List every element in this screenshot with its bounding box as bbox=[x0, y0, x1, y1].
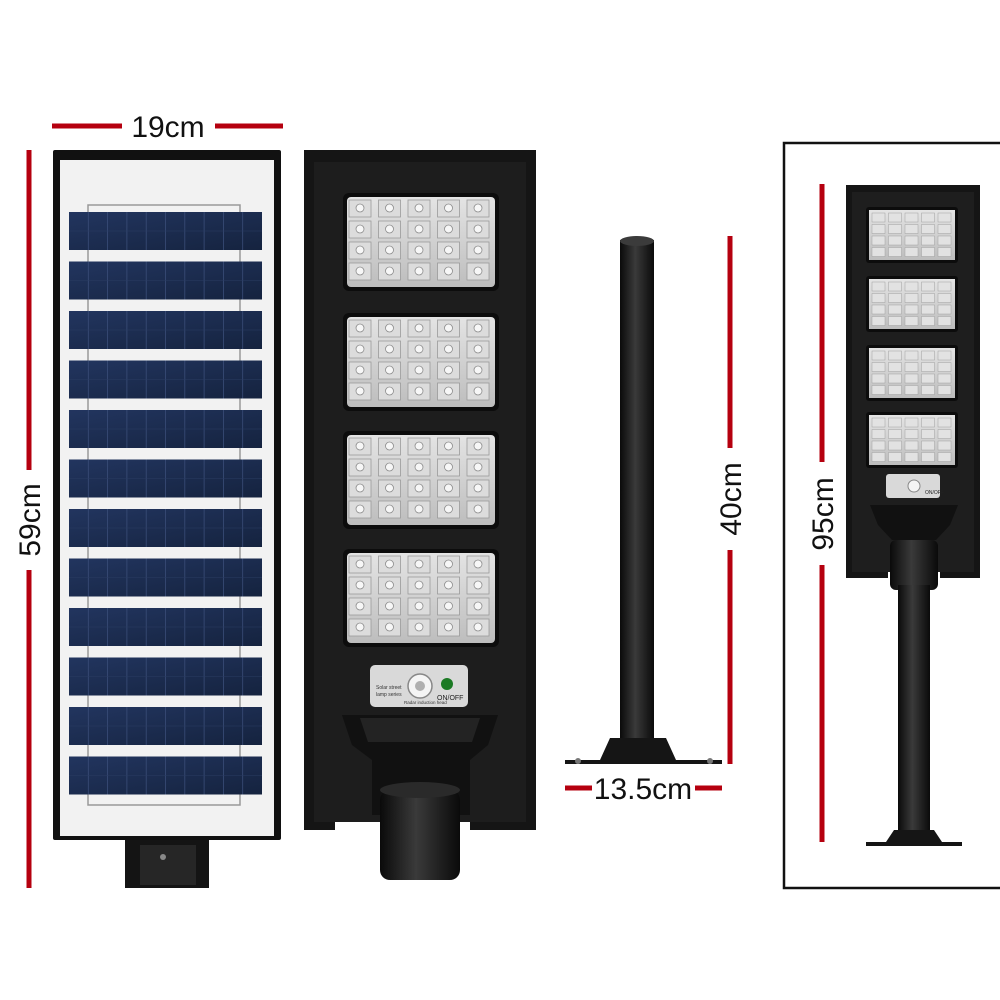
sensor-text-2: lamp series bbox=[376, 692, 402, 698]
assembled-switch-label: ON/OFF bbox=[925, 490, 944, 496]
assembled-view: 95cm ON/OFF bbox=[782, 141, 1000, 890]
led-module-icon bbox=[343, 549, 499, 647]
lamp-front-icon: Solar street lamp series Radar induction… bbox=[304, 150, 536, 880]
height-dimension: 59cm bbox=[14, 150, 47, 888]
width-dimension: 19cm bbox=[52, 111, 283, 144]
pole-height-dimension: 40cm bbox=[715, 236, 748, 764]
total-height-dimension: 95cm bbox=[807, 184, 840, 842]
total-height-label: 95cm bbox=[807, 477, 840, 550]
sensor-text-1: Solar street bbox=[376, 685, 402, 691]
width-label: 19cm bbox=[131, 111, 204, 144]
bracket-width-dimension: 13.5cm bbox=[565, 773, 722, 806]
solar-panel-icon bbox=[53, 150, 281, 888]
mounting-pole-icon bbox=[565, 236, 722, 764]
switch-label: ON/OFF bbox=[437, 695, 463, 702]
led-module-icon bbox=[343, 431, 499, 529]
led-module-icon bbox=[343, 193, 499, 291]
bracket-width-label: 13.5cm bbox=[594, 773, 692, 806]
led-module-icon bbox=[343, 313, 499, 411]
height-label: 59cm bbox=[14, 483, 47, 556]
pole-height-label: 40cm bbox=[715, 462, 748, 535]
motion-sensor-icon: Solar street lamp series Radar induction… bbox=[370, 665, 468, 707]
sensor-text-3: Radar induction head bbox=[404, 700, 447, 705]
